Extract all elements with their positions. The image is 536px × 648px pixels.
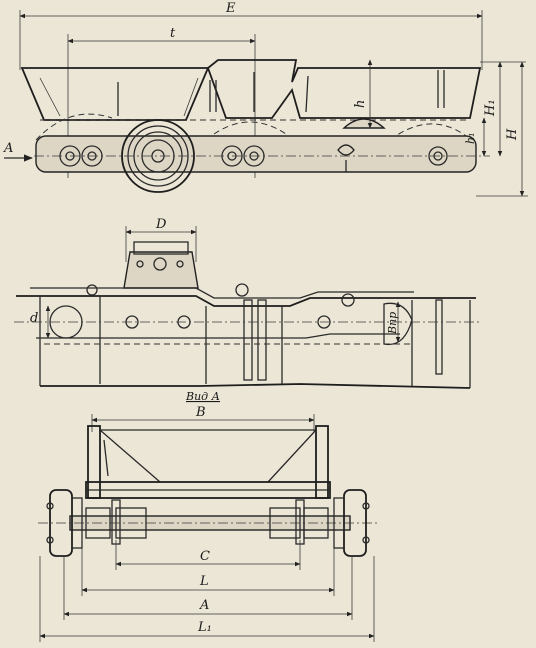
dim-H-label: H bbox=[505, 128, 520, 141]
end-frame-right-post bbox=[315, 425, 329, 499]
vertical-bolt-3 bbox=[435, 299, 443, 375]
link-block-right-1 bbox=[269, 507, 301, 539]
grease-fitting bbox=[337, 144, 355, 156]
bucket-left-rib-1 bbox=[39, 77, 61, 117]
dim-e-label: E bbox=[225, 1, 236, 16]
bolt-hole-6 bbox=[86, 284, 98, 296]
roller-housing-nut bbox=[153, 257, 167, 271]
vertical-bolt-1 bbox=[243, 299, 253, 381]
plan-view: D d B bbox=[14, 217, 480, 389]
bucket-right-rib-2 bbox=[305, 75, 309, 113]
end-frame-right-diagonal bbox=[267, 429, 317, 483]
end-frame-left-inner bbox=[103, 439, 109, 477]
dim-L-label: L bbox=[199, 574, 209, 589]
hidden-arc-1 bbox=[35, 113, 113, 141]
bucket-left bbox=[20, 67, 210, 121]
wheel-left-bolt-2 bbox=[46, 536, 54, 544]
dim-d-small-label: d bbox=[30, 311, 38, 326]
view-a-arrow-label: A bbox=[3, 141, 13, 156]
wheel-left-hub bbox=[71, 497, 83, 549]
dim-t-label: t bbox=[170, 26, 176, 41]
bolt-cap bbox=[342, 118, 386, 129]
roller-housing-cap bbox=[133, 241, 189, 255]
dim-C-label: C bbox=[200, 549, 210, 564]
link-block-left-1 bbox=[85, 507, 111, 539]
plate-mid-line bbox=[36, 333, 400, 339]
side-view: E t bbox=[3, 1, 528, 197]
wheel-right-bolt-1 bbox=[362, 502, 370, 510]
plate-top-line bbox=[30, 287, 414, 299]
hidden-arc-2 bbox=[205, 121, 295, 141]
end-view: Вид А B bbox=[38, 390, 380, 642]
bolt-hole-5 bbox=[235, 283, 249, 297]
bolt-hole-4 bbox=[341, 293, 355, 307]
dim-B-label: B bbox=[195, 405, 206, 420]
roller-outer bbox=[121, 119, 195, 193]
dim-L1-label: L₁ bbox=[197, 620, 212, 635]
wheel-left-bolt-1 bbox=[46, 502, 54, 510]
bucket-left-rib-2 bbox=[183, 77, 199, 117]
clip-shape bbox=[383, 302, 413, 346]
dim-H1-label: H₁ bbox=[483, 99, 498, 117]
end-frame-left-diagonal bbox=[99, 429, 161, 483]
wheel-right-bolt-2 bbox=[362, 536, 370, 544]
roller-housing-bolt-2 bbox=[176, 260, 184, 268]
dim-bnp-label: Bпр bbox=[386, 312, 399, 335]
wheel-right-hub bbox=[333, 497, 345, 549]
link-block-left-2 bbox=[115, 507, 147, 539]
plate-bottom-edge bbox=[40, 383, 471, 389]
dim-A-label: A bbox=[199, 598, 209, 613]
view-a-caption: Вид А bbox=[185, 390, 220, 403]
bucket-right bbox=[206, 59, 482, 119]
end-frame-left-post bbox=[87, 425, 101, 499]
dim-h-label: h bbox=[353, 100, 368, 108]
roller-housing-bolt-1 bbox=[136, 260, 144, 268]
chain-pin-5 bbox=[428, 146, 448, 166]
vertical-bolt-2 bbox=[257, 299, 267, 381]
dim-D-label: D bbox=[155, 217, 167, 232]
dim-h1-label: h₁ bbox=[464, 133, 477, 145]
hidden-arc-3 bbox=[389, 123, 467, 141]
